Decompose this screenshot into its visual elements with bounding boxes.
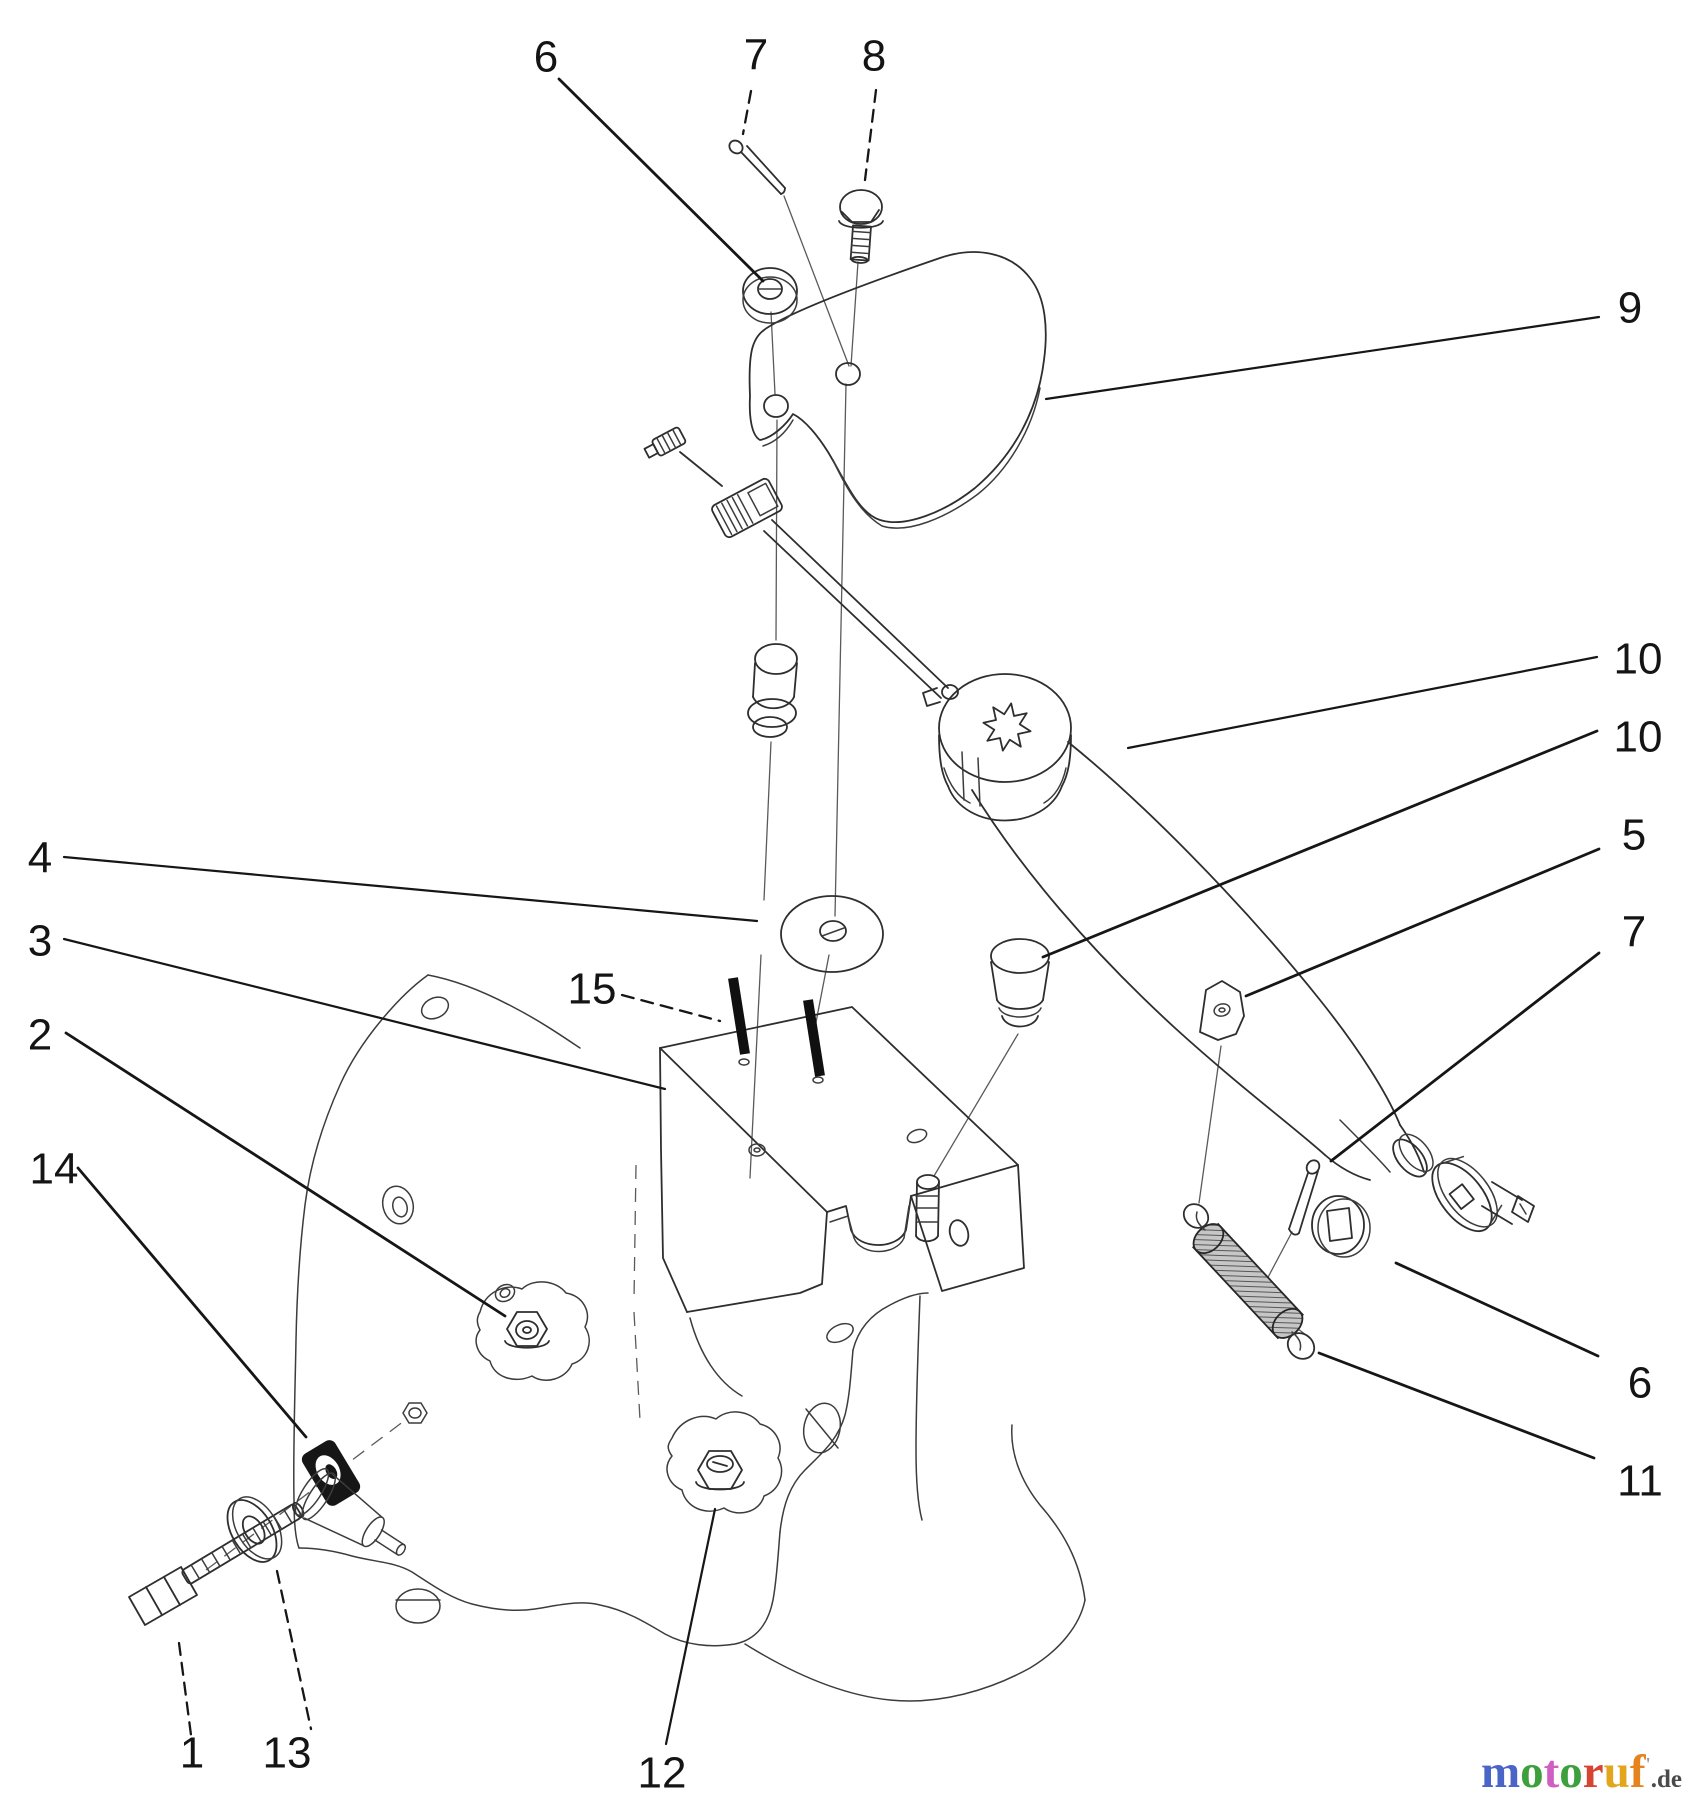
flange-nut-12	[666, 1411, 783, 1514]
callout-7-right: 7	[1622, 908, 1646, 957]
roll-pins-15	[728, 977, 825, 1077]
leader-2	[64, 1031, 507, 1318]
callout-13: 13	[263, 1729, 312, 1778]
casting-boss-pin	[294, 1468, 407, 1556]
leader-9	[1044, 315, 1601, 401]
bracket-stud	[915, 1174, 940, 1243]
brand-letter: r	[1582, 1746, 1604, 1798]
spacer-6	[1431, 1155, 1503, 1232]
leader-1	[177, 1641, 193, 1737]
rubber-plug-10	[990, 938, 1050, 1028]
hex-bolt-8	[838, 189, 884, 264]
spring-anchor-tab	[1199, 980, 1245, 1041]
ball-stud	[747, 643, 798, 738]
brand-tick: '	[1645, 1754, 1651, 1776]
callout-15: 15	[568, 965, 617, 1014]
cotter-pin-7-lower	[1288, 1159, 1321, 1236]
leader-13	[275, 1569, 313, 1731]
callout-12: 12	[638, 1749, 687, 1798]
callout-4: 4	[28, 834, 52, 883]
callout-8: 8	[862, 32, 886, 81]
throttle-cam-10	[922, 673, 1072, 822]
callout-10-lower: 10	[1614, 713, 1663, 762]
leader-6-right	[1394, 1261, 1600, 1358]
washer-13	[226, 1496, 283, 1563]
motoruf-watermark: motoruf'.de	[1481, 1749, 1682, 1796]
callout-11: 11	[1617, 1457, 1663, 1506]
washer-6-upper	[742, 267, 798, 324]
callout-6-top: 6	[534, 33, 558, 82]
control-bracket-3	[659, 1006, 1025, 1313]
leader-7-right	[1329, 951, 1601, 1163]
callout-10-upper: 10	[1614, 635, 1663, 684]
throttle-cable	[643, 426, 959, 700]
callout-5: 5	[1622, 811, 1646, 860]
leader-lines	[62, 77, 1601, 1746]
lever-stud-end	[1481, 1181, 1535, 1225]
brand-letter: t	[1543, 1746, 1560, 1798]
callout-7-top: 7	[744, 31, 768, 80]
leader-10-upper	[1126, 655, 1599, 750]
leader-11	[1317, 1351, 1596, 1460]
leader-3	[62, 937, 667, 1091]
hex-bolt-1	[128, 1501, 305, 1626]
small-hex-nut	[402, 1402, 428, 1424]
callout-9: 9	[1618, 284, 1642, 333]
flange-nut-2	[475, 1281, 590, 1381]
leader-4	[62, 855, 759, 923]
callout-3: 3	[28, 917, 52, 966]
leader-14	[76, 1166, 308, 1439]
casting-bottom-arch	[395, 1588, 441, 1624]
brand-letter: u	[1603, 1746, 1630, 1798]
leader-6-top	[557, 77, 765, 283]
brand-suffix: .de	[1650, 1766, 1682, 1793]
washer-4	[780, 895, 884, 973]
brand-letters: motoruf	[1481, 1746, 1645, 1798]
casting-arch-opening	[802, 1402, 842, 1454]
brand-letter: m	[1480, 1746, 1521, 1798]
engine-casting	[292, 974, 1086, 1702]
extension-spring-11	[1182, 1203, 1316, 1360]
callout-1: 1	[180, 1729, 204, 1778]
leader-7-top	[741, 89, 753, 136]
brand-letter: f	[1629, 1746, 1646, 1798]
leader-10-lower	[1041, 729, 1599, 959]
leader-15	[620, 993, 722, 1023]
throttle-lever-5	[971, 741, 1434, 1181]
leader-5	[1244, 847, 1601, 998]
lever-end-washer	[1311, 1195, 1371, 1258]
cotter-pin-7-upper	[728, 139, 786, 195]
assembly-axis-lines	[205, 195, 1311, 1571]
leader-8	[863, 88, 878, 182]
leader-12	[664, 1507, 717, 1746]
cam-plate-9	[748, 251, 1047, 529]
brand-letter: o	[1559, 1746, 1583, 1798]
callout-labels: 6 7 8 9 10 10 5 7 4 3 2 14 15 6 11 1 13 …	[28, 31, 1663, 1798]
brand-letter: o	[1520, 1746, 1544, 1798]
callout-14: 14	[30, 1145, 79, 1194]
callout-2: 2	[28, 1011, 52, 1060]
callout-6-right: 6	[1628, 1359, 1652, 1408]
